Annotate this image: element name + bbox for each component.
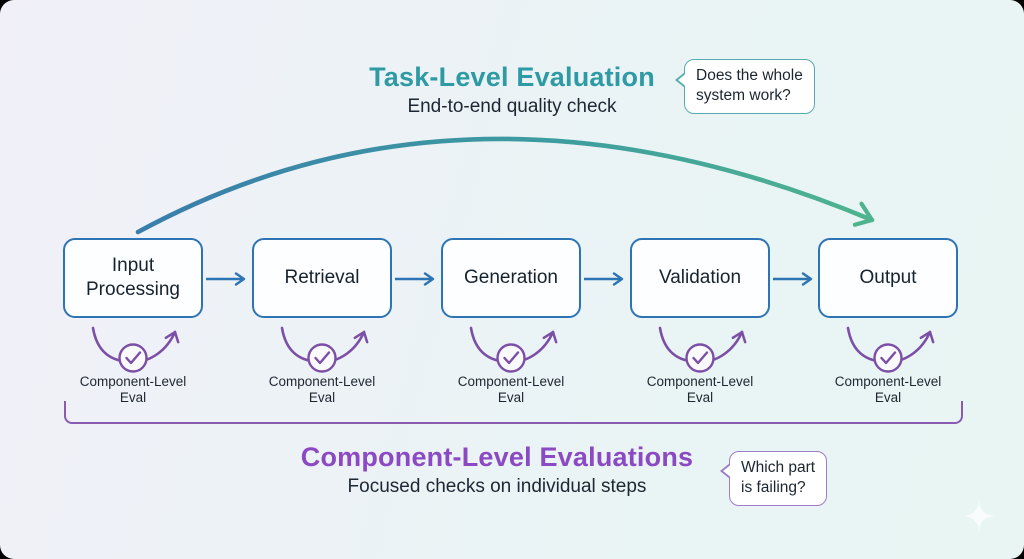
- step-box-generation: Generation: [441, 238, 581, 318]
- component-eval-label: Component-Level Eval: [252, 374, 392, 406]
- step-box-input-processing: Input Processing: [63, 238, 203, 318]
- step-label: Generation: [463, 267, 558, 289]
- component-eval-loop-check-icon: [658, 326, 747, 373]
- step-box-retrieval: Retrieval: [252, 238, 392, 318]
- bubble-text-line: is failing?: [741, 479, 806, 497]
- step-label: Retrieval: [284, 267, 360, 289]
- component-group-bracket: [64, 401, 963, 424]
- step-label: Input Processing: [86, 255, 180, 300]
- component-eval-loop-check-icon: [91, 326, 180, 373]
- step-label: Validation: [658, 267, 742, 289]
- arrow-right-icon: [584, 272, 624, 286]
- eval-label-line: Eval: [874, 390, 902, 406]
- eval-label-line: Component-Level: [646, 374, 754, 389]
- eval-label-line: Eval: [308, 390, 336, 406]
- arrow-right-icon: [773, 272, 813, 286]
- bubble-text-line: system work?: [696, 87, 791, 105]
- sparkle-icon: [963, 500, 995, 532]
- component-level-subtitle: Focused checks on individual steps: [347, 476, 647, 497]
- eval-label-line: Eval: [119, 390, 147, 406]
- step-box-output: Output: [818, 238, 958, 318]
- component-level-title: Component-Level Evaluations: [300, 442, 694, 472]
- bubble-text-line: Does the whole: [696, 67, 803, 84]
- speech-bubble-tail-icon: [723, 463, 733, 479]
- eval-label-line: Component-Level: [268, 374, 376, 389]
- component-eval-label: Component-Level Eval: [630, 374, 770, 406]
- eval-label-line: Component-Level: [79, 374, 187, 389]
- step-box-validation: Validation: [630, 238, 770, 318]
- bubble-text-line: Which part: [741, 459, 816, 476]
- speech-bubble-tail-icon: [678, 72, 688, 88]
- task-level-speech-bubble: Does the whole system work?: [675, 59, 815, 114]
- eval-label-line: Eval: [497, 390, 525, 406]
- component-eval-loop-check-icon: [846, 326, 935, 373]
- component-eval-label: Component-Level Eval: [818, 374, 958, 406]
- eval-label-line: Eval: [686, 390, 714, 406]
- step-label: Output: [859, 267, 917, 289]
- arrow-right-icon: [206, 272, 246, 286]
- arrow-right-icon: [395, 272, 435, 286]
- component-eval-label: Component-Level Eval: [441, 374, 581, 406]
- component-eval-label: Component-Level Eval: [63, 374, 203, 406]
- eval-label-line: Component-Level: [834, 374, 942, 389]
- task-level-title: Task-Level Evaluation: [369, 62, 655, 92]
- component-eval-loop-check-icon: [280, 326, 369, 373]
- task-level-subtitle: End-to-end quality check: [407, 96, 617, 117]
- component-eval-loop-check-icon: [469, 326, 558, 373]
- component-level-speech-bubble: Which part is failing?: [720, 451, 828, 506]
- eval-label-line: Component-Level: [457, 374, 565, 389]
